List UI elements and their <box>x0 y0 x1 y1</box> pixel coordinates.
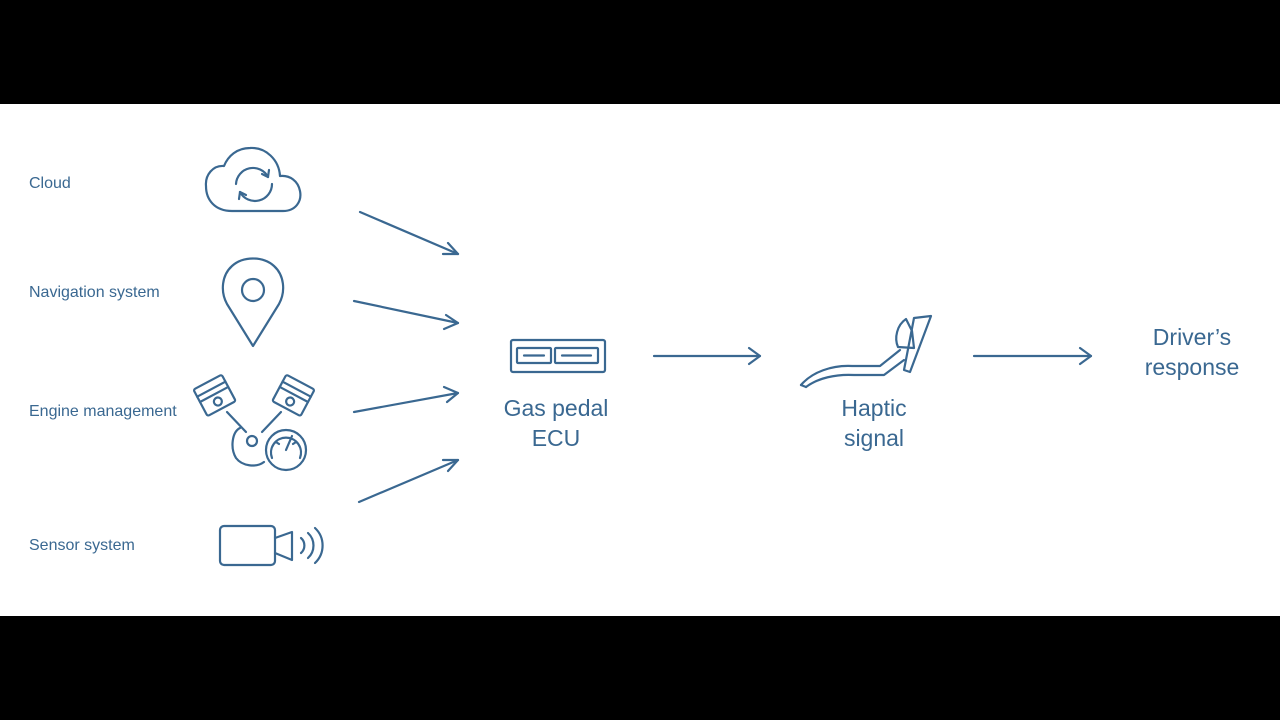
arrow-navigation-to-ecu <box>352 299 460 331</box>
haptic-label-line1: Haptic <box>841 395 907 421</box>
arrow-haptic-to-driver <box>972 346 1093 366</box>
node-label-ecu: Gas pedal ECU <box>471 393 641 453</box>
cloud-sync-icon <box>204 146 302 213</box>
ecu-label-line1: Gas pedal <box>503 395 609 421</box>
letterbox-top <box>0 0 1280 104</box>
ecu-module-icon <box>509 338 607 374</box>
arrow-sensor-to-ecu <box>357 458 460 504</box>
haptic-label-line2: signal <box>843 425 905 451</box>
camera-sensor-icon <box>218 524 324 567</box>
gas-pedal-icon <box>799 314 933 389</box>
arrow-ecu-to-haptic <box>652 346 762 366</box>
arrow-cloud-to-ecu <box>358 210 460 256</box>
map-pin-icon <box>221 257 285 348</box>
source-label-sensor: Sensor system <box>29 537 135 554</box>
source-label-navigation: Navigation system <box>29 284 160 301</box>
letterbox-bottom <box>0 616 1280 720</box>
arrow-engine-to-ecu <box>352 385 460 414</box>
ecu-label-line2: ECU <box>531 425 581 451</box>
driver-label-line2: response <box>1144 354 1240 380</box>
engine-pistons-gauge-icon <box>193 374 315 472</box>
source-label-cloud: Cloud <box>29 175 71 192</box>
node-label-haptic: Haptic signal <box>789 393 959 453</box>
source-label-engine: Engine management <box>29 403 177 420</box>
driver-label-line1: Driver’s <box>1152 324 1232 350</box>
diagram-canvas <box>0 104 1280 616</box>
node-label-driver-response: Driver’s response <box>1107 322 1277 382</box>
